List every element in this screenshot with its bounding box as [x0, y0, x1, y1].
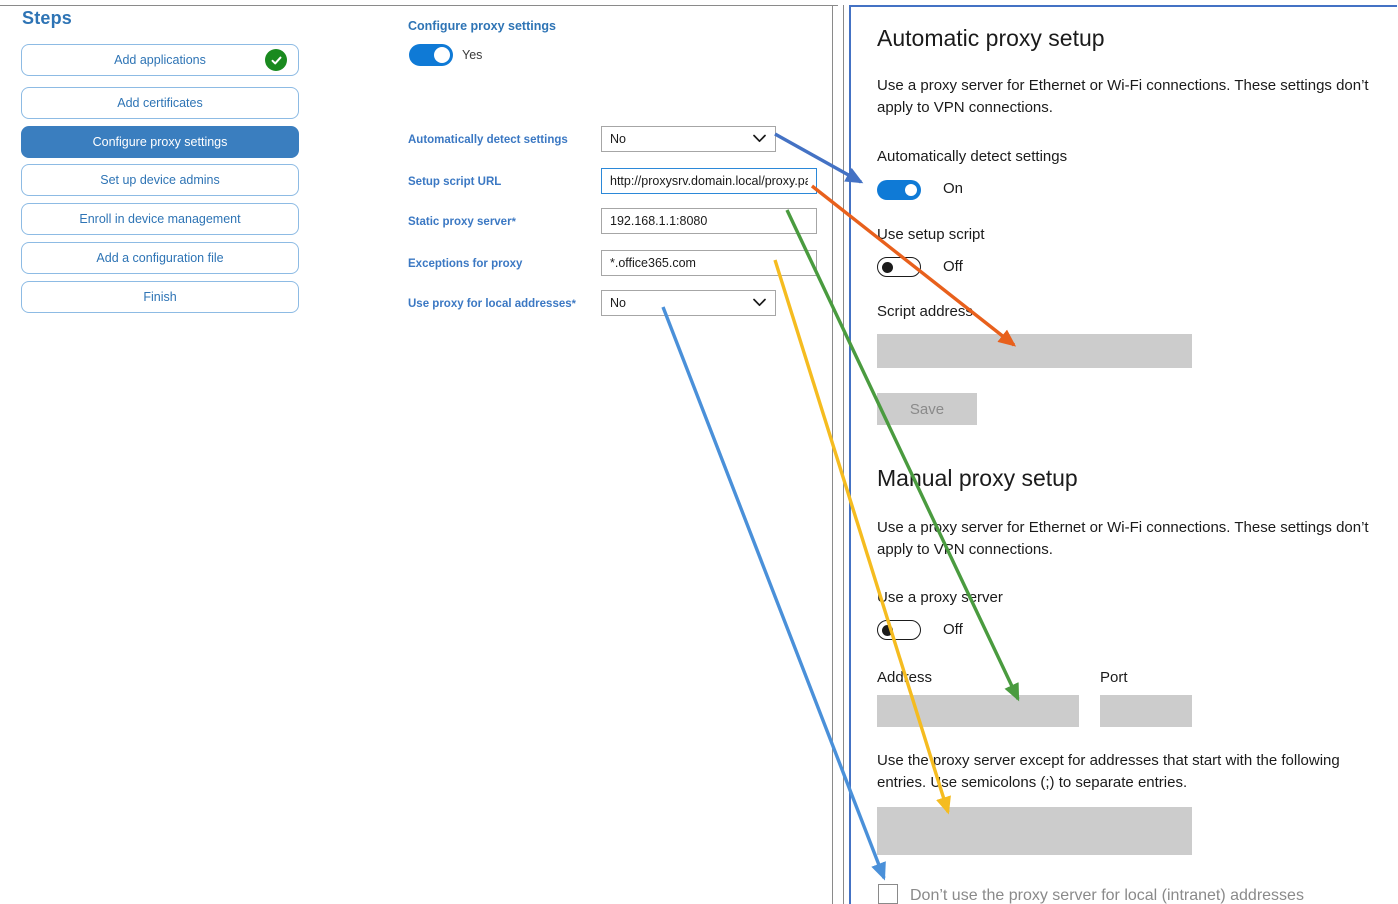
manual-proxy-setup-heading: Manual proxy setup	[877, 465, 1078, 491]
required-marker: *	[511, 216, 516, 228]
configure-proxy-settings-title: Configure proxy settings	[408, 19, 556, 33]
automatically-detect-settings-toggle[interactable]	[877, 180, 921, 200]
top-divider	[0, 5, 838, 6]
address-label: Address	[877, 669, 933, 686]
automatic-proxy-setup-description: Use a proxy server for Ethernet or Wi-Fi…	[877, 77, 1369, 116]
use-setup-script-toggle[interactable]	[877, 257, 921, 277]
toggle-knob	[905, 184, 917, 196]
step-item-finish[interactable]: Finish	[21, 281, 299, 313]
use-a-proxy-server-toggle[interactable]	[877, 620, 921, 640]
toggle-knob	[882, 625, 893, 636]
step-item-add-applications[interactable]: Add applications	[21, 44, 299, 76]
exceptions-description: Use the proxy server except for addresse…	[877, 752, 1340, 791]
select-value: No	[610, 132, 626, 146]
static-proxy-server-input[interactable]: 192.168.1.1:8080	[601, 208, 817, 234]
field-label-setup-script-url: Setup script URL	[408, 176, 502, 188]
field-label-use-proxy-for-local-addresses: Use proxy for local addresses*	[408, 298, 576, 310]
automatically-detect-settings-label: Automatically detect settings	[877, 148, 1068, 165]
bypass-local-addresses-checkbox[interactable]	[878, 884, 898, 904]
check-icon	[265, 49, 287, 71]
step-item-enroll-in-device-management[interactable]: Enroll in device management	[21, 203, 299, 235]
field-label-static-proxy-server: Static proxy server*	[408, 216, 516, 228]
input-value: http://proxysrv.domain.local/proxy.pa	[610, 174, 808, 188]
use-setup-script-toggle-state: Off	[943, 258, 963, 275]
port-input[interactable]	[1100, 695, 1192, 727]
automatic-proxy-setup-heading: Automatic proxy setup	[877, 25, 1105, 51]
save-button-label: Save	[909, 400, 945, 418]
input-value: *.office365.com	[610, 256, 696, 270]
use-a-proxy-server-label: Use a proxy server	[877, 589, 1003, 606]
script-address-input[interactable]	[877, 334, 1192, 368]
setup-script-url-input[interactable]: http://proxysrv.domain.local/proxy.pa	[601, 168, 817, 194]
exceptions-for-proxy-input[interactable]: *.office365.com	[601, 250, 817, 276]
chevron-down-icon	[753, 296, 766, 310]
script-address-label: Script address	[877, 303, 973, 320]
step-item-add-a-configuration-file[interactable]: Add a configuration file	[21, 242, 299, 274]
step-label: Configure proxy settings	[92, 135, 228, 149]
use-a-proxy-server-toggle-state: Off	[943, 621, 963, 638]
use-setup-script-label: Use setup script	[877, 226, 985, 243]
field-label-exceptions-for-proxy: Exceptions for proxy	[408, 258, 523, 270]
step-label: Add certificates	[117, 96, 203, 110]
vertical-divider-left	[832, 5, 833, 904]
vertical-divider-right	[843, 5, 844, 904]
automatically-detect-settings-select[interactable]: No	[601, 126, 776, 152]
steps-heading: Steps	[22, 8, 73, 28]
windows-proxy-settings-panel: Automatic proxy setup Use a proxy server…	[849, 5, 1397, 904]
configure-proxy-toggle-label: Yes	[462, 48, 483, 62]
port-label: Port	[1100, 669, 1128, 686]
step-item-add-certificates[interactable]: Add certificates	[21, 87, 299, 119]
step-label: Set up device admins	[100, 173, 220, 187]
step-item-set-up-device-admins[interactable]: Set up device admins	[21, 164, 299, 196]
chevron-down-icon	[753, 132, 766, 146]
address-input[interactable]	[877, 695, 1079, 727]
save-button[interactable]: Save	[877, 393, 977, 425]
toggle-knob	[882, 262, 893, 273]
input-value: 192.168.1.1:8080	[610, 214, 708, 228]
automatically-detect-settings-toggle-state: On	[943, 180, 964, 197]
manual-proxy-setup-description: Use a proxy server for Ethernet or Wi-Fi…	[877, 519, 1369, 558]
configure-proxy-toggle[interactable]	[409, 44, 453, 66]
step-item-configure-proxy-settings[interactable]: Configure proxy settings	[21, 126, 299, 158]
step-label: Enroll in device management	[79, 212, 241, 226]
bypass-local-addresses-label: Don’t use the proxy server for local (in…	[910, 887, 1304, 904]
step-label: Add applications	[114, 53, 206, 67]
exceptions-input[interactable]	[877, 807, 1192, 855]
use-proxy-for-local-addresses-select[interactable]: No	[601, 290, 776, 316]
field-label-automatically-detect-settings: Automatically detect settings	[408, 134, 568, 146]
select-value: No	[610, 296, 626, 310]
step-label: Finish	[143, 290, 177, 304]
required-marker: *	[571, 298, 576, 310]
step-label: Add a configuration file	[96, 251, 224, 265]
toggle-knob	[434, 47, 450, 63]
